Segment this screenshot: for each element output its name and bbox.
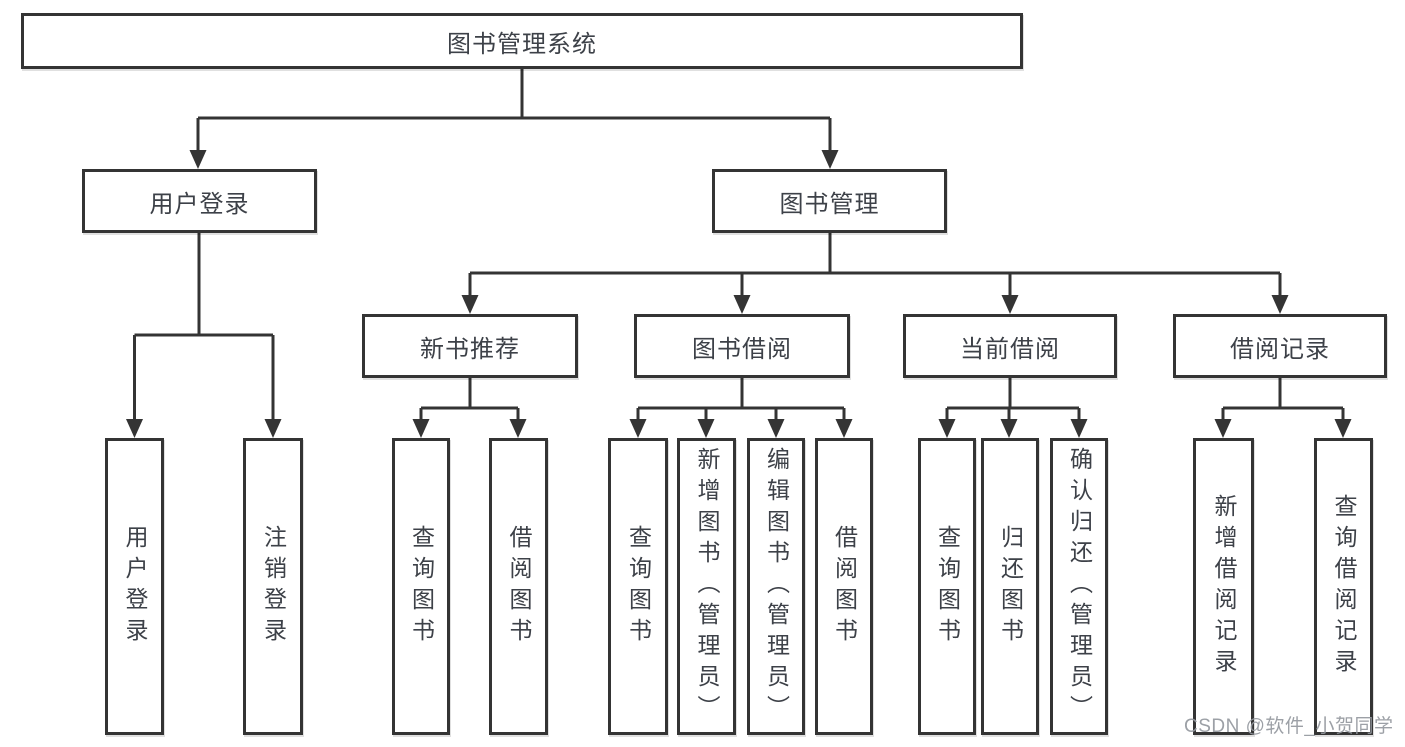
leaf-query-book-recommend: 查询图书 xyxy=(392,438,450,735)
node-user-login: 用户登录 xyxy=(82,169,317,233)
node-book-management: 图书管理 xyxy=(712,169,947,233)
node-root-library-system: 图书管理系统 xyxy=(21,13,1023,69)
leaf-edit-book-admin: 编辑图书（管理员） xyxy=(747,438,805,735)
leaf-return-book: 归还图书 xyxy=(981,438,1039,735)
leaf-query-book-current: 查询图书 xyxy=(918,438,976,735)
leaf-add-borrow-record: 新增借阅记录 xyxy=(1193,438,1254,735)
leaf-borrow-book-borrowing: 借阅图书 xyxy=(815,438,873,735)
leaf-add-book-admin: 新增图书（管理员） xyxy=(677,438,736,735)
csdn-watermark: CSDN @软件_小贺同学 xyxy=(1184,716,1394,737)
leaf-query-book-borrowing: 查询图书 xyxy=(608,438,668,735)
node-current-borrowing: 当前借阅 xyxy=(903,314,1117,378)
node-borrowing-records: 借阅记录 xyxy=(1173,314,1387,378)
node-new-book-recommend: 新书推荐 xyxy=(362,314,578,378)
node-book-borrowing: 图书借阅 xyxy=(634,314,850,378)
leaf-query-borrow-record: 查询借阅记录 xyxy=(1314,438,1373,735)
leaf-logout: 注销登录 xyxy=(243,438,303,735)
leaf-user-login: 用户登录 xyxy=(105,438,164,735)
leaf-confirm-return-admin: 确认归还（管理员） xyxy=(1050,438,1108,735)
leaf-borrow-book-recommend: 借阅图书 xyxy=(489,438,548,735)
